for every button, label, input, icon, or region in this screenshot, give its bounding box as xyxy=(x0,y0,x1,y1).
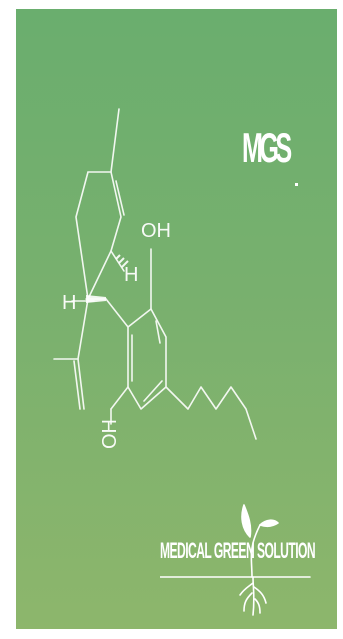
h-left-label: H xyxy=(62,292,76,314)
oh-bottom-label: OH xyxy=(99,419,121,449)
h-right-label: H xyxy=(124,264,138,286)
cannabinoid-molecule-illustration: OH H H OH xyxy=(53,108,257,449)
oh-top-label: OH xyxy=(141,220,171,242)
mgs-logo-dot xyxy=(295,183,298,186)
brand-logo: MEDICAL GREEN SOLUTION xyxy=(160,495,320,617)
brand-name-text: MEDICAL GREEN SOLUTION xyxy=(160,538,316,563)
splash-card: OH H H OH MGS xyxy=(16,9,337,629)
sprout-icon xyxy=(160,504,311,616)
mgs-logo-text: MGS xyxy=(242,124,292,171)
